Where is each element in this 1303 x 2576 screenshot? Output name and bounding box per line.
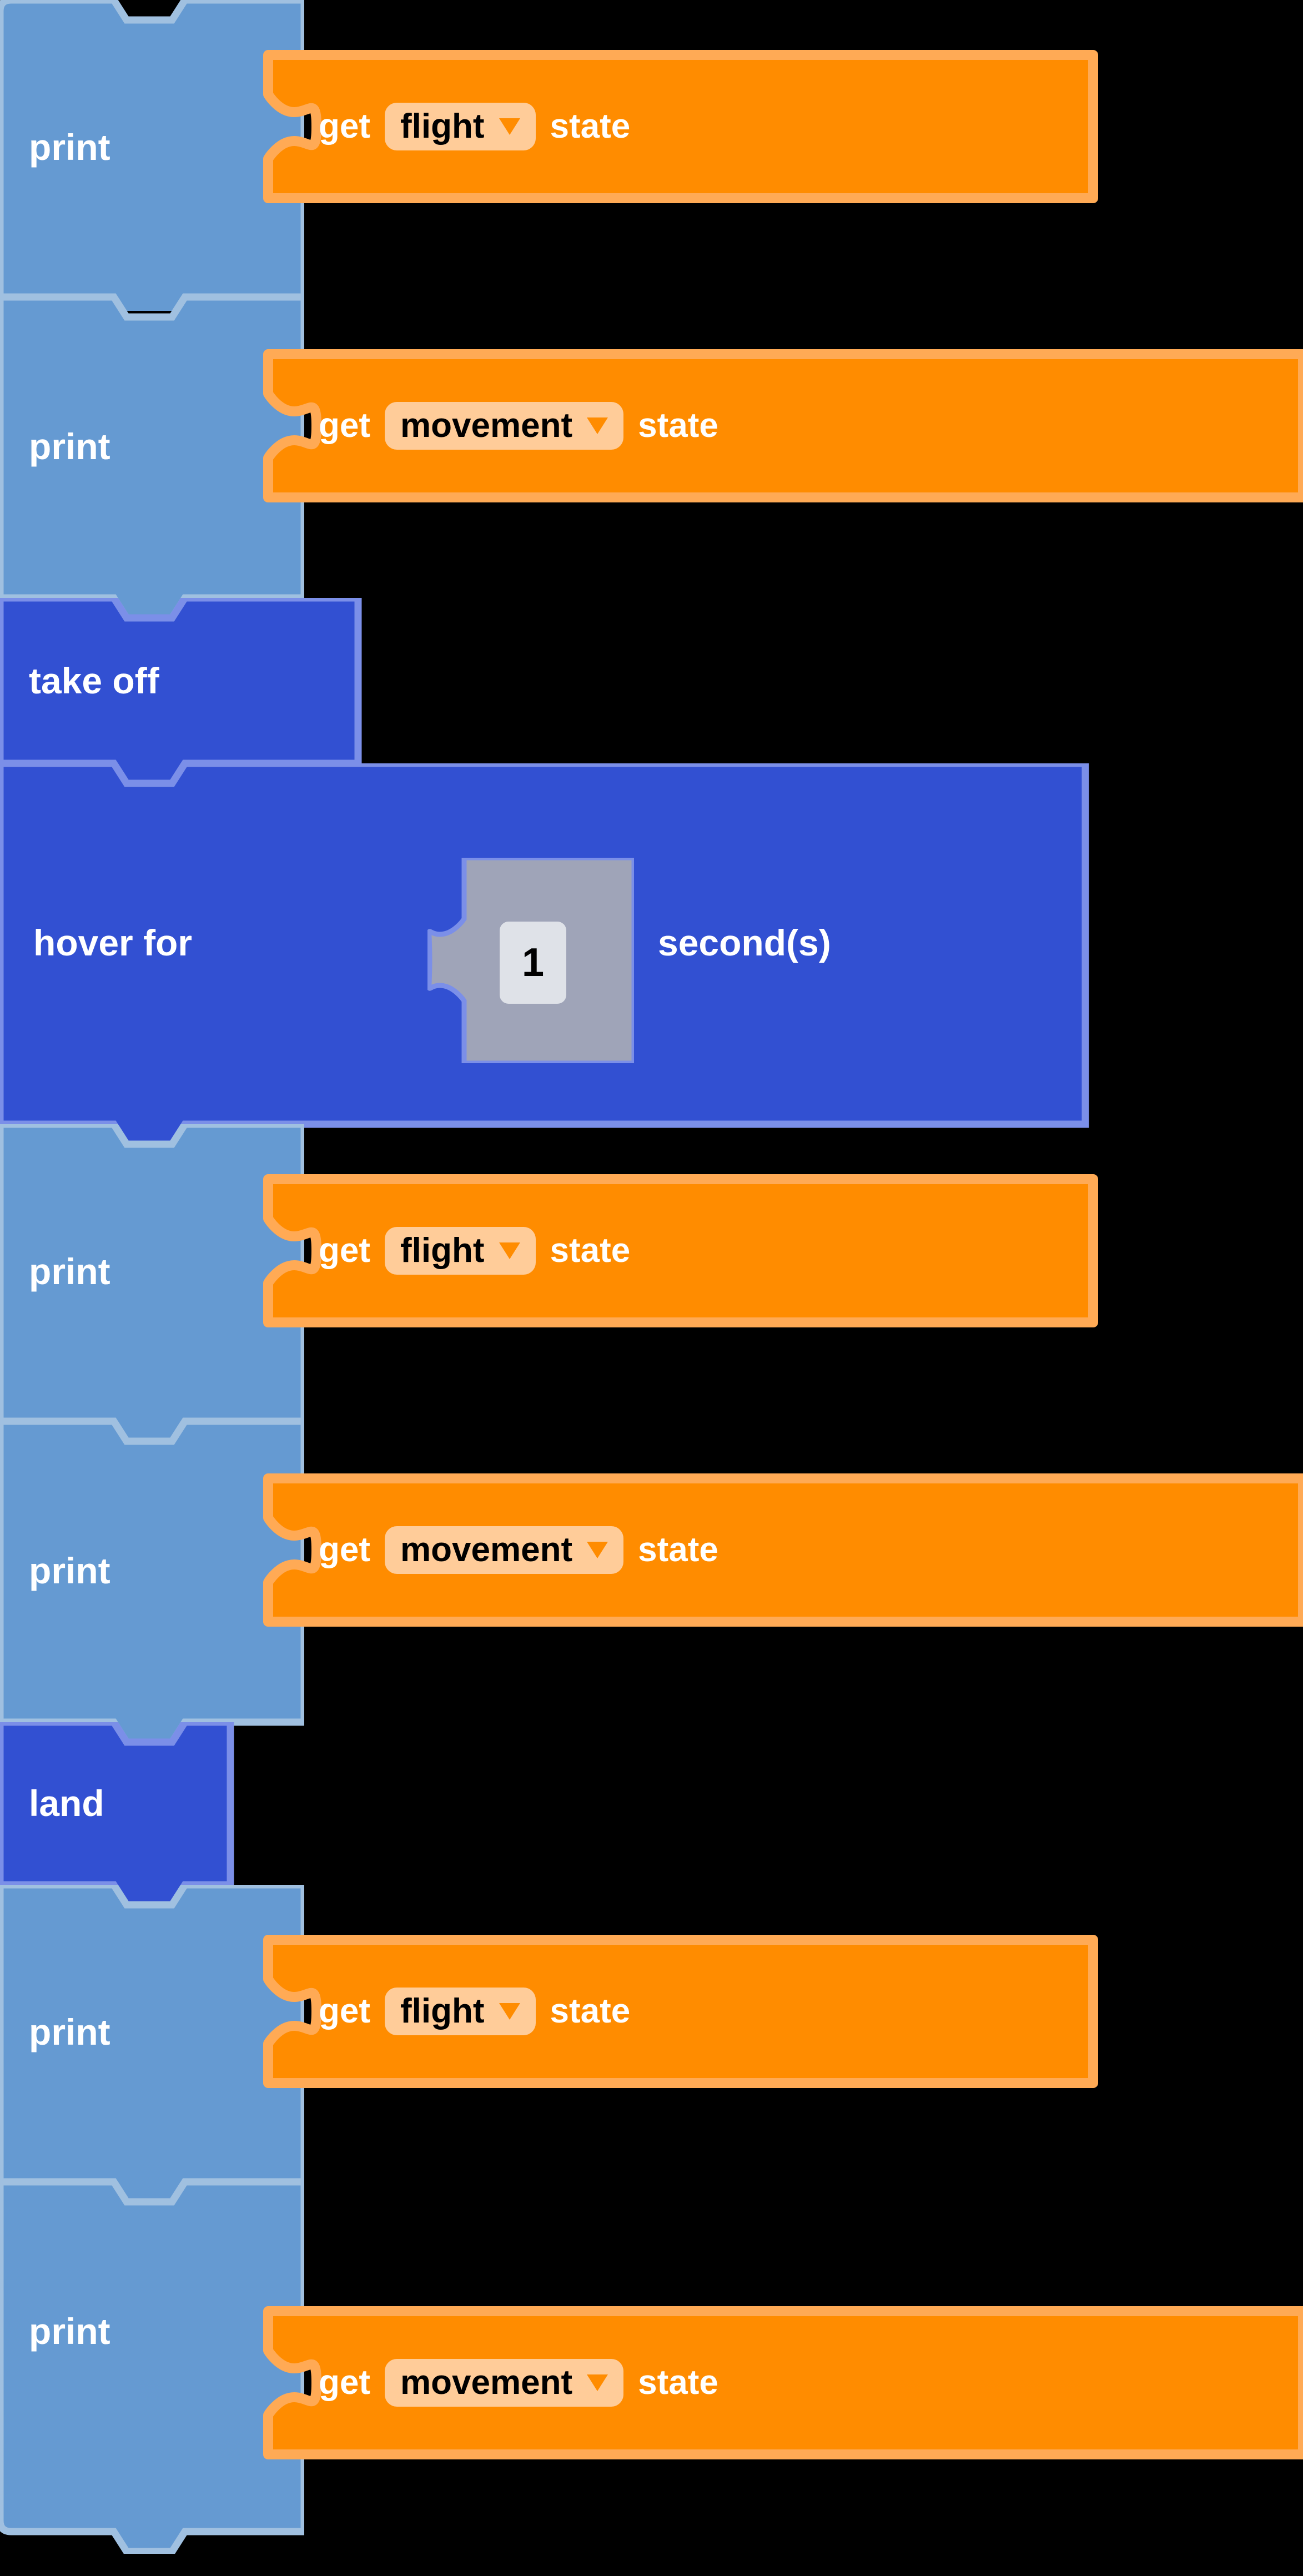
state-dropdown-field[interactable]: movement — [385, 1526, 624, 1574]
state-dropdown-value: movement — [400, 406, 573, 445]
state-dropdown-field[interactable]: movement — [385, 2359, 624, 2407]
land-label: land — [29, 1783, 104, 1824]
print-statement-block[interactable]: print — [0, 297, 304, 619]
print-statement-block[interactable]: print — [0, 1421, 304, 1743]
print-label: print — [29, 426, 110, 467]
state-dropdown-field[interactable]: flight — [385, 103, 536, 150]
chevron-down-icon — [587, 2374, 608, 2391]
hover-for-label: hover for — [33, 922, 193, 963]
get-state-reporter-block[interactable]: get flight state — [261, 1933, 1100, 2090]
state-dropdown-field[interactable]: flight — [385, 1227, 536, 1275]
get-state-reporter-block[interactable]: get movement state — [261, 2304, 1303, 2462]
print-statement-block[interactable]: print — [0, 2182, 304, 2554]
take-off-statement-block[interactable]: take off — [0, 598, 366, 787]
state-dropdown-value: movement — [400, 2363, 573, 2402]
state-dropdown-value: flight — [400, 1992, 485, 2030]
print-statement-block[interactable]: print — [0, 0, 304, 311]
duration-value: 1 — [521, 940, 545, 985]
duration-number-field[interactable]: 1 — [500, 922, 566, 1004]
chevron-down-icon — [587, 417, 608, 434]
print-label: print — [29, 1550, 110, 1591]
take-off-label: take off — [29, 660, 159, 701]
state-dropdown-value: flight — [400, 107, 485, 145]
state-dropdown-field[interactable]: flight — [385, 1988, 536, 2035]
chevron-down-icon — [587, 1542, 608, 1558]
state-dropdown-field[interactable]: movement — [385, 402, 624, 450]
chevron-down-icon — [499, 1242, 520, 1259]
get-state-reporter-block[interactable]: get flight state — [261, 1172, 1100, 1330]
state-dropdown-value: flight — [400, 1231, 485, 1270]
seconds-label: second(s) — [658, 922, 831, 963]
print-label: print — [29, 1251, 110, 1292]
state-dropdown-value: movement — [400, 1531, 573, 1569]
print-statement-block[interactable]: print — [0, 1885, 304, 2204]
number-reporter-block[interactable]: 1 — [427, 858, 634, 1063]
print-label: print — [29, 2011, 110, 2052]
chevron-down-icon — [499, 2003, 520, 2020]
print-statement-block[interactable]: print — [0, 1124, 304, 1443]
land-statement-block[interactable]: land — [0, 1722, 239, 1908]
chevron-down-icon — [499, 118, 520, 135]
print-label: print — [29, 2311, 110, 2352]
get-state-reporter-block[interactable]: get movement state — [261, 347, 1303, 505]
print-label: print — [29, 127, 110, 168]
get-state-reporter-block[interactable]: get flight state — [261, 48, 1100, 205]
get-state-reporter-block[interactable]: get movement state — [261, 1471, 1303, 1629]
